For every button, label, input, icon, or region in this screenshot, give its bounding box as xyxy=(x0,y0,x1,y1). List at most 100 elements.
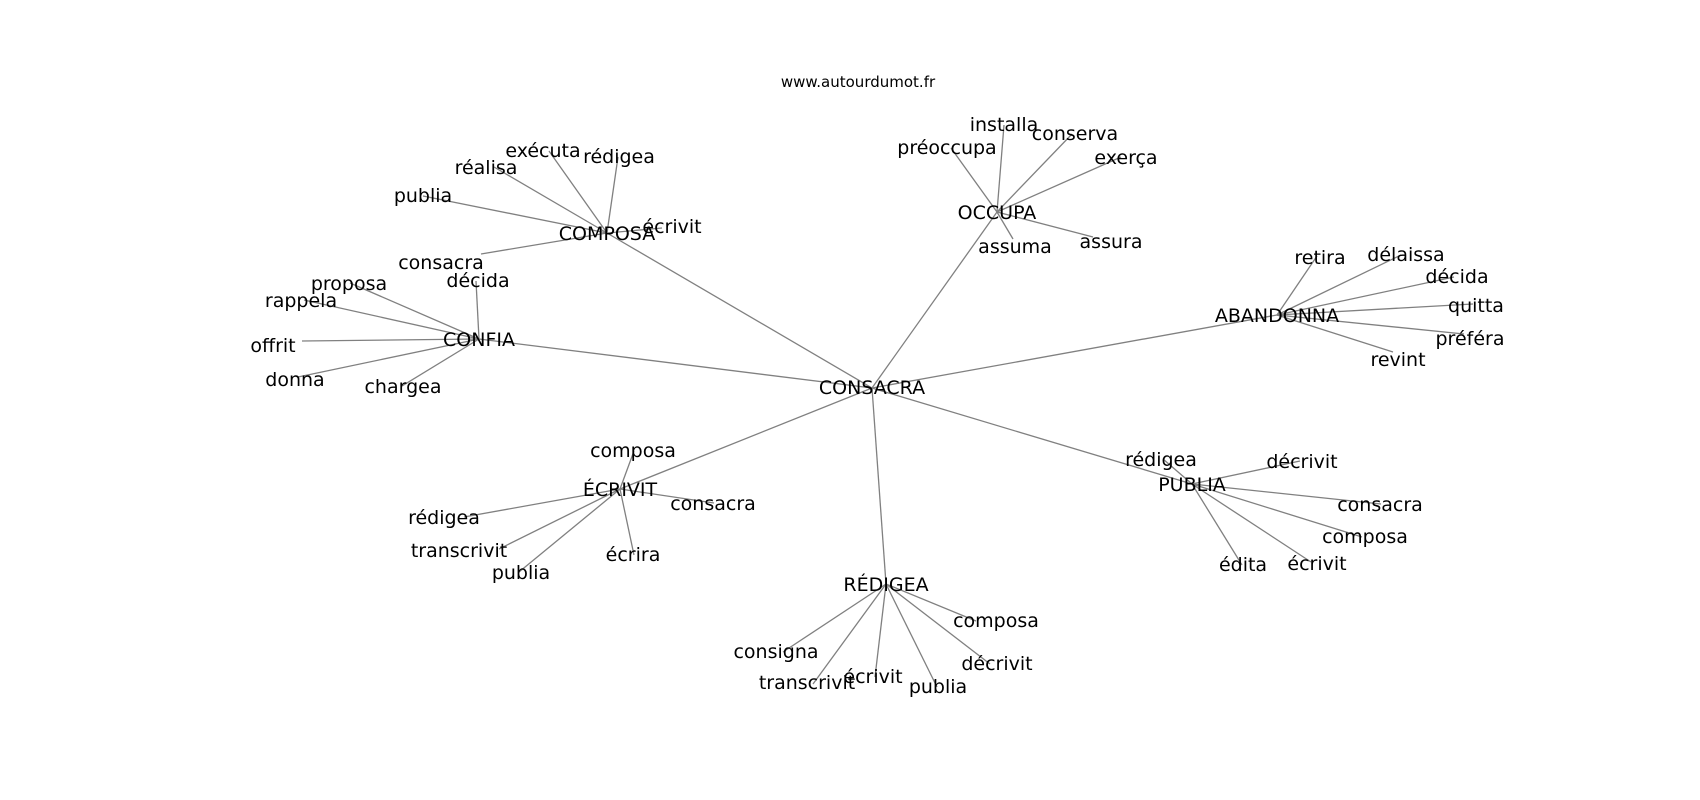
edge-occupa-0 xyxy=(996,124,1005,213)
edge-center-confia xyxy=(478,338,873,389)
hub-word-ecrivit: ÉCRIVIT xyxy=(583,478,658,501)
leaf-word-redigea-5: publia xyxy=(909,676,967,698)
hub-word-occupa: OCCUPA xyxy=(958,202,1037,224)
edge-redigea-5 xyxy=(885,583,938,688)
edge-confia-0 xyxy=(349,282,480,340)
leaf-word-occupa-1: conserva xyxy=(1032,123,1118,145)
leaf-word-abandonna-1: délaissa xyxy=(1367,244,1444,266)
edge-composa-2 xyxy=(493,166,608,234)
edge-center-redigea xyxy=(871,387,887,585)
leaf-word-occupa-4: assuma xyxy=(978,236,1052,258)
leaf-word-composa-5: consacra xyxy=(398,252,484,274)
edge-occupa-4 xyxy=(996,211,1014,240)
edge-publia-4 xyxy=(1191,483,1312,563)
leaf-word-publia-5: édita xyxy=(1219,554,1267,576)
edge-publia-3 xyxy=(1191,483,1363,538)
edge-ecrivit-4 xyxy=(518,488,621,573)
leaf-word-redigea-1: consigna xyxy=(733,641,818,663)
leaf-word-publia-4: écrivit xyxy=(1287,553,1346,575)
leaf-word-ecrivit-0: composa xyxy=(590,440,676,462)
edge-publia-2 xyxy=(1191,483,1382,505)
edge-confia-2 xyxy=(303,299,480,340)
edge-abandonna-3 xyxy=(1276,303,1474,316)
edge-ecrivit-5 xyxy=(619,488,635,556)
edge-ecrivit-0 xyxy=(619,450,635,490)
leaf-word-abandonna-3: quitta xyxy=(1448,295,1504,317)
center-word: CONSACRA xyxy=(819,377,925,399)
leaf-word-confia-2: rappela xyxy=(265,290,337,312)
leaf-word-composa-0: exécuta xyxy=(505,140,580,162)
leaf-word-confia-5: chargea xyxy=(364,376,441,398)
hub-word-abandonna: ABANDONNA xyxy=(1215,305,1339,327)
leaf-word-ecrivit-1: consacra xyxy=(670,493,756,515)
leaf-word-publia-2: consacra xyxy=(1337,494,1423,516)
leaf-word-occupa-3: exerça xyxy=(1094,147,1157,169)
hub-word-publia: PUBLIA xyxy=(1158,474,1226,496)
hub-word-confia: CONFIA xyxy=(443,329,515,351)
edge-abandonna-4 xyxy=(1276,314,1465,335)
leaf-word-ecrivit-3: transcrivit xyxy=(411,540,507,562)
edge-ecrivit-3 xyxy=(498,488,621,550)
edge-redigea-3 xyxy=(812,583,887,685)
leaf-word-abandonna-5: revint xyxy=(1370,349,1425,371)
edge-ecrivit-1 xyxy=(619,488,715,504)
leaf-word-publia-1: décrivit xyxy=(1266,451,1337,473)
edge-publia-1 xyxy=(1191,460,1301,485)
edge-abandonna-0 xyxy=(1276,255,1318,316)
edge-occupa-5 xyxy=(996,211,1094,238)
edge-confia-4 xyxy=(297,338,480,378)
site-watermark: www.autourdumot.fr xyxy=(781,73,936,91)
edge-composa-3 xyxy=(422,195,608,234)
edge-abandonna-1 xyxy=(1276,254,1402,316)
leaf-word-abandonna-2: décida xyxy=(1425,266,1488,288)
hub-word-composa: COMPOSA xyxy=(559,223,655,245)
edge-center-occupa xyxy=(871,211,998,389)
edges-layer xyxy=(297,124,1474,688)
edge-center-abandonna xyxy=(871,314,1278,389)
leaf-word-confia-0: proposa xyxy=(311,273,387,295)
edge-center-publia xyxy=(871,387,1193,485)
edge-publia-0 xyxy=(1162,458,1193,485)
edge-composa-0 xyxy=(548,150,608,234)
leaf-word-publia-3: composa xyxy=(1322,526,1408,548)
edge-redigea-4 xyxy=(874,583,887,678)
edge-abandonna-5 xyxy=(1276,314,1394,353)
leaf-word-ecrivit-2: rédigea xyxy=(408,507,480,529)
edge-composa-4 xyxy=(606,227,663,234)
leaf-word-ecrivit-5: écrira xyxy=(606,544,661,566)
leaf-word-confia-3: offrit xyxy=(250,335,295,357)
edge-publia-5 xyxy=(1191,483,1243,566)
leaf-word-occupa-0: installa xyxy=(970,114,1039,136)
leaf-word-publia-0: rédigea xyxy=(1125,449,1197,471)
edge-confia-3 xyxy=(301,338,480,342)
leaf-word-redigea-3: transcrivit xyxy=(759,672,855,694)
leaf-word-confia-4: donna xyxy=(265,369,324,391)
edge-abandonna-2 xyxy=(1276,276,1455,316)
edge-center-composa xyxy=(606,232,873,389)
edge-occupa-2 xyxy=(950,147,998,213)
edge-redigea-2 xyxy=(885,583,991,665)
leaf-word-redigea-4: écrivit xyxy=(843,666,902,688)
edge-confia-5 xyxy=(401,338,480,387)
leaf-word-abandonna-4: préféra xyxy=(1436,328,1505,350)
edge-composa-5 xyxy=(480,232,608,255)
edge-redigea-1 xyxy=(782,583,887,653)
leaf-word-composa-1: rédigea xyxy=(583,146,655,168)
edge-occupa-1 xyxy=(996,133,1073,213)
leaf-word-confia-1: décida xyxy=(446,270,509,292)
leaf-word-composa-3: publia xyxy=(394,185,452,207)
hub-word-redigea: RÉDIGEA xyxy=(843,573,928,596)
leaf-word-composa-4: écrivit xyxy=(642,216,701,238)
edge-redigea-0 xyxy=(885,583,977,622)
leaf-word-ecrivit-4: publia xyxy=(492,562,550,584)
leaf-word-abandonna-0: retira xyxy=(1294,247,1345,269)
leaf-word-occupa-5: assura xyxy=(1080,231,1143,253)
leaf-word-occupa-2: préoccupa xyxy=(897,137,996,159)
edge-occupa-3 xyxy=(996,156,1122,213)
edge-composa-1 xyxy=(606,156,619,234)
edge-confia-1 xyxy=(475,280,480,340)
leaf-word-redigea-2: décrivit xyxy=(961,653,1032,675)
edge-center-ecrivit xyxy=(619,387,873,490)
